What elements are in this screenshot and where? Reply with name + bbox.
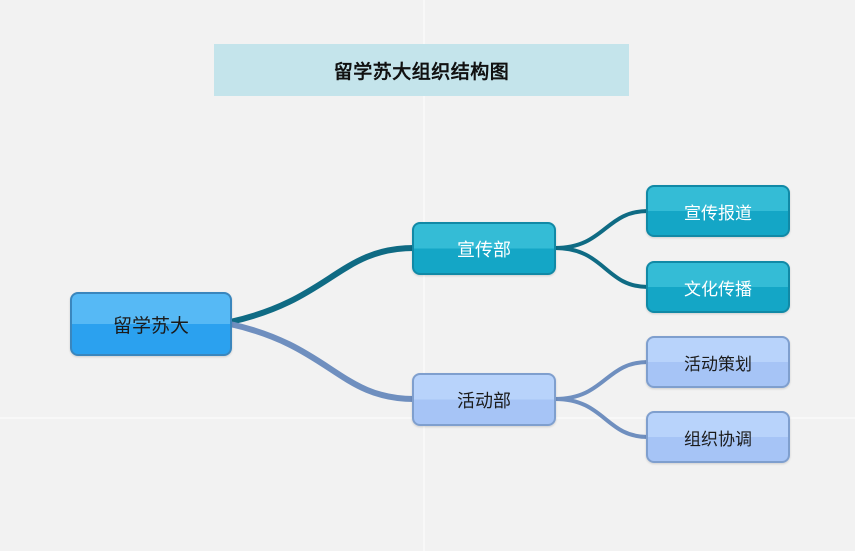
link-root-activities: [227, 321, 417, 402]
link-publicity-report: [553, 209, 650, 250]
publicity-dept-label: 宣传部: [457, 239, 511, 261]
link-root-publicity: [227, 245, 417, 325]
coordination-label: 组织协调: [684, 429, 752, 450]
title-banner: 留学苏大组织结构图: [214, 44, 629, 96]
activities-dept-label: 活动部: [457, 390, 511, 412]
culture-spread-node[interactable]: 文化传播: [646, 261, 790, 313]
link-publicity-culture: [553, 246, 650, 289]
activities-dept-node[interactable]: 活动部: [412, 373, 556, 426]
culture-spread-label: 文化传播: [684, 279, 752, 300]
activity-planning-node[interactable]: 活动策划: [646, 336, 790, 388]
activity-planning-label: 活动策划: [684, 354, 752, 375]
coordination-node[interactable]: 组织协调: [646, 411, 790, 463]
publicity-dept-node[interactable]: 宣传部: [412, 222, 556, 275]
root-node[interactable]: 留学苏大: [70, 292, 232, 356]
root-node-label: 留学苏大: [112, 314, 189, 337]
link-activities-planning: [553, 360, 650, 401]
publicity-report-node[interactable]: 宣传报道: [646, 185, 790, 237]
vertical-guide-line: [423, 0, 425, 551]
publicity-report-label: 宣传报道: [684, 203, 752, 224]
diagram-title: 留学苏大组织结构图: [333, 60, 510, 83]
link-activities-coordination: [553, 397, 650, 439]
